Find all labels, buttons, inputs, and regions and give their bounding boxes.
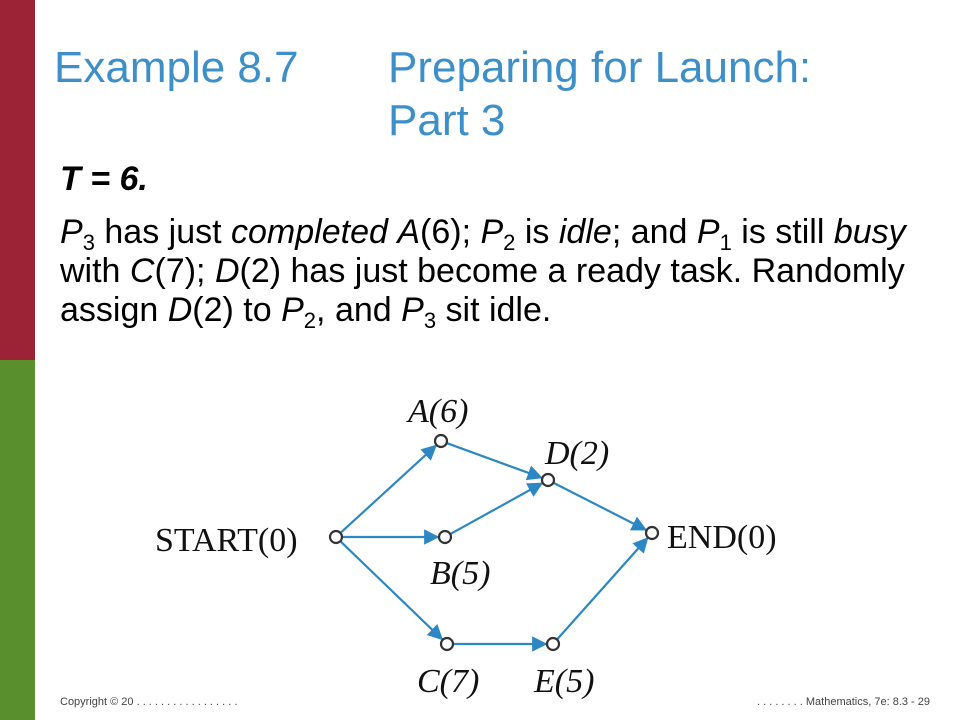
paragraph-segment: P	[480, 213, 504, 251]
footer-page-ref: . . . . . . . . Mathematics, 7e: 8.3 - 2…	[756, 696, 930, 708]
paragraph-segment: D	[167, 291, 193, 329]
edges-layer	[339, 442, 649, 652]
paragraph-segment: (2) to	[192, 291, 282, 329]
paragraph-segment: 3	[423, 308, 437, 333]
edge-e-to-end	[556, 537, 649, 641]
paragraph-segment: P	[60, 213, 83, 251]
paragraph-segment: (2) has just become a ready task. Random…	[60, 252, 905, 329]
paragraph-segment: busy	[833, 213, 906, 251]
paragraph-segment: D	[214, 252, 240, 290]
time-step-text: T = 6.	[60, 160, 148, 198]
paragraph-segment: with	[60, 252, 130, 290]
slide-title-number: Example 8.7	[54, 43, 299, 92]
node-d	[540, 472, 556, 488]
node-e	[545, 636, 561, 652]
paragraph-segment: ; and	[611, 213, 697, 251]
paragraph-segment: C	[129, 252, 155, 290]
paragraph-segment: P	[401, 291, 424, 329]
paragraph-segment: idle	[558, 213, 612, 251]
footer-copyright: Copyright © 20 . . . . . . . . . . . . .…	[60, 696, 238, 708]
node-end	[644, 525, 660, 541]
node-a	[433, 433, 449, 449]
time-step-line: T = 6.	[60, 160, 940, 199]
paragraph-segment: A	[397, 213, 421, 251]
paragraph-segment: P	[281, 291, 304, 329]
paragraph-segment: completed	[231, 213, 388, 251]
paragraph-segment: P	[696, 213, 720, 251]
paragraph-segment: has just	[94, 213, 232, 251]
node-b	[437, 529, 453, 545]
node-label-end: END(0)	[667, 519, 777, 556]
edge-a-to-d	[446, 442, 543, 481]
paragraph-segment: is	[515, 213, 559, 251]
paragraph-segment: , and	[316, 291, 402, 329]
paragraph-segment: 3	[82, 230, 95, 255]
nodes-layer	[328, 433, 660, 652]
paragraph-segment: 1	[719, 230, 732, 255]
edge-start-to-a	[339, 444, 437, 534]
node-label-c: C(7)	[417, 663, 479, 700]
node-label-d: D(2)	[544, 435, 609, 472]
paragraph-segment: (6);	[420, 213, 481, 251]
slide-title: Preparing for Launch:	[388, 43, 812, 92]
paragraph-segment: 2	[303, 308, 317, 333]
paragraph-segment: (7);	[154, 252, 215, 290]
paragraph-segment: sit idle.	[436, 291, 552, 329]
body-paragraph: P3 has just completed A(6); P2 is idle; …	[60, 213, 940, 333]
slide-body: T = 6. P3 has just completed A(6); P2 is…	[60, 160, 940, 333]
left-accent-bar-red	[0, 0, 35, 360]
node-c	[439, 636, 455, 652]
left-accent-bar-green	[0, 360, 35, 720]
paragraph-segment: is still	[731, 213, 834, 251]
labels-layer: START(0) A(6) B(5) C(7) D(2) E(5) END(0)	[155, 393, 777, 700]
node-label-e: E(5)	[533, 663, 594, 700]
node-label-start: START(0)	[155, 522, 298, 559]
node-start	[328, 529, 344, 545]
paragraph-segment: 2	[503, 230, 516, 255]
edge-b-to-d	[449, 482, 544, 536]
node-label-b: B(5)	[430, 555, 490, 592]
node-label-a: A(6)	[406, 393, 468, 430]
edge-start-to-c	[339, 540, 444, 641]
edge-d-to-end	[552, 481, 648, 531]
slide-subtitle: Part 3	[388, 96, 506, 145]
